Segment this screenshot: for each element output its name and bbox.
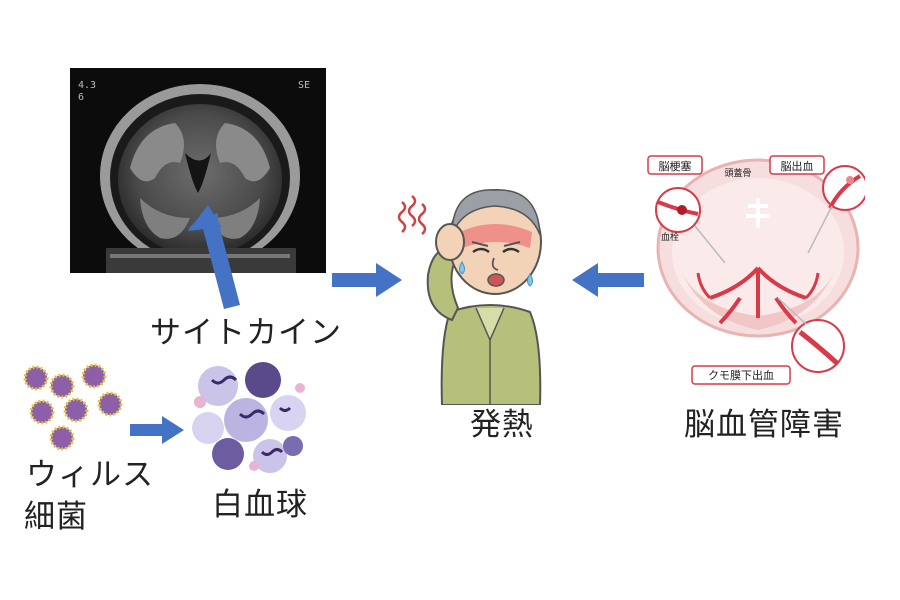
arrow-mri-to-fever [332,263,402,297]
mri-corner-label-se: SE [298,80,310,91]
heat-wave-icon [397,201,407,233]
cerebrovascular-diagram: 脳梗塞 脳出血 頭蓋骨 血栓 クモ膜下出血 [640,148,865,388]
mri-image: 4.3 6 SE [70,68,326,273]
label-virus: ウィルス [26,457,154,493]
label-cytokine: サイトカイン [150,315,342,351]
fever-person-illustration [380,180,565,405]
arrow-virus-to-wbc [130,416,184,444]
label-bacteria: 細菌 [24,499,88,535]
white-blood-cells-illustration [188,358,313,476]
mri-corner-label-2: 6 [78,92,84,103]
sweat-drop-icon [459,261,465,275]
label-cerebrovascular-disorder: 脳血管障害 [684,407,844,443]
label-white-blood-cells: 白血球 [212,487,308,523]
label-skull: 頭蓋骨 [724,167,751,179]
mri-brain-scan: 4.3 6 SE [70,68,326,273]
mri-corner-label-1: 4.3 [78,80,96,91]
label-thrombus: 血栓 [661,231,679,243]
virus-icon [23,363,123,451]
cell-icon [192,362,306,473]
arrow-up-to-brain [188,205,240,309]
label-subarachnoid: クモ膜下出血 [708,368,774,382]
label-hemorrhage: 脳出血 [781,159,814,173]
label-fever: 発熱 [470,407,534,443]
label-infarction: 脳梗塞 [659,159,692,173]
virus-bacteria-illustration [14,362,132,454]
arrow-diagram-to-fever [572,263,644,297]
